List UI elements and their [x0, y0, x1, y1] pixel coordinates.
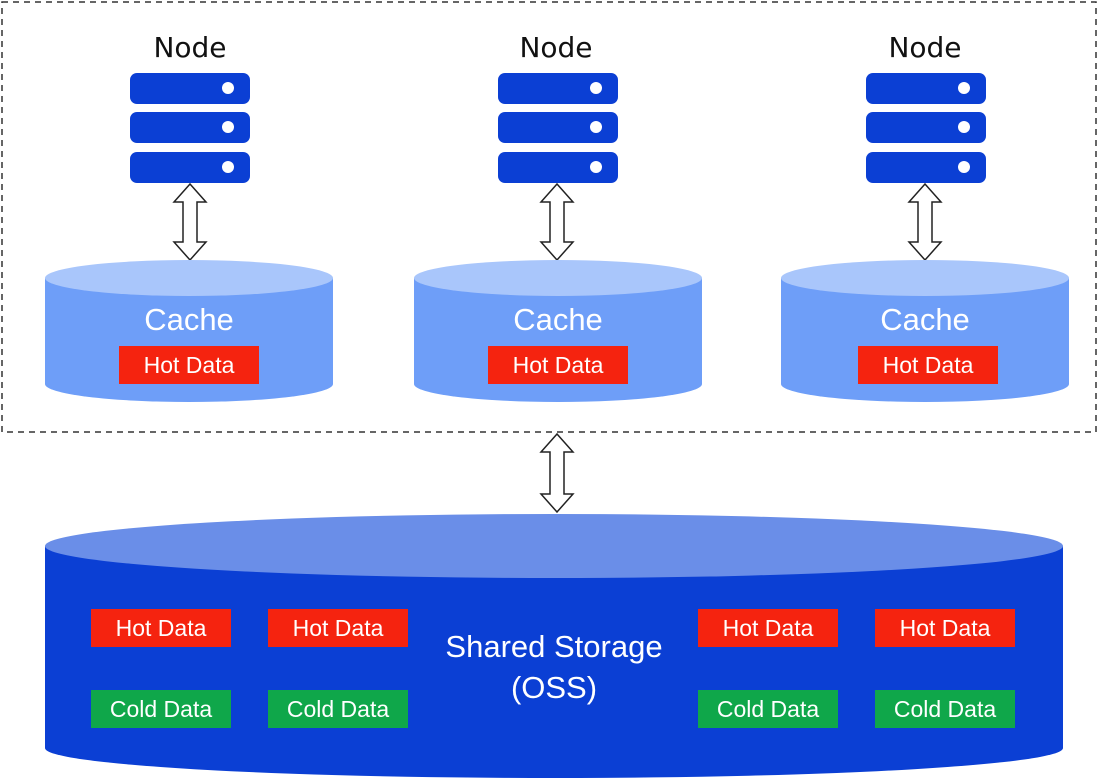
storage-title: Shared Storage (OSS): [404, 626, 704, 708]
hot-data-tag: Hot Data: [119, 346, 259, 384]
server-icon: [498, 73, 618, 183]
cache-cylinder: [45, 260, 333, 402]
storage-title-line1: Shared Storage: [445, 629, 663, 664]
cache-label: Cache: [513, 302, 603, 337]
node-2: [414, 73, 702, 402]
bidirectional-arrow-icon: [539, 432, 575, 514]
bidirectional-arrow-icon: [907, 182, 943, 262]
hot-data-tag: Hot Data: [488, 346, 628, 384]
cold-data-tag: Cold Data: [875, 690, 1015, 728]
server-icon: [866, 73, 986, 183]
cold-data-tag: Cold Data: [91, 690, 231, 728]
server-icon: [130, 73, 250, 183]
hot-data-tag: Hot Data: [698, 609, 838, 647]
bidirectional-arrow-icon: [539, 182, 575, 262]
node-label: Node: [888, 31, 962, 64]
hot-data-tag: Hot Data: [858, 346, 998, 384]
hot-data-tag: Hot Data: [875, 609, 1015, 647]
cache-label: Cache: [880, 302, 970, 337]
compute-cluster-boundary: [1, 1, 1097, 433]
hot-data-tag: Hot Data: [268, 609, 408, 647]
cache-label: Cache: [144, 302, 234, 337]
node-label: Node: [153, 31, 227, 64]
cold-data-tag: Cold Data: [698, 690, 838, 728]
node-label: Node: [519, 31, 593, 64]
node-1: [45, 73, 333, 402]
storage-title-line2: (OSS): [510, 670, 598, 705]
bidirectional-arrow-icon: [172, 182, 208, 262]
cold-data-tag: Cold Data: [268, 690, 408, 728]
hot-data-tag: Hot Data: [91, 609, 231, 647]
cache-cylinder: [414, 260, 702, 402]
